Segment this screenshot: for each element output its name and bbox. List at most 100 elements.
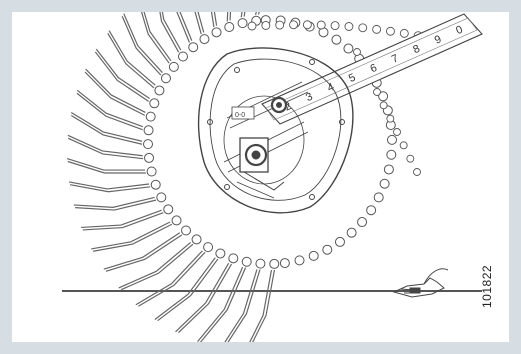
tine-group — [66, 12, 276, 342]
tine — [135, 250, 203, 306]
strip-digit: 4 — [326, 81, 336, 94]
tine — [67, 160, 146, 174]
chain-link — [316, 20, 326, 30]
tine — [210, 12, 215, 28]
tine-clamp — [144, 152, 155, 163]
chain-link — [379, 101, 388, 110]
chain-link — [406, 154, 415, 163]
tine-clamp — [386, 149, 397, 160]
tine-clamp — [279, 258, 290, 269]
tine — [91, 221, 171, 250]
tine — [85, 68, 146, 113]
tine — [103, 232, 181, 270]
tine-clamp — [346, 227, 357, 238]
chain-link — [413, 168, 421, 176]
tine-clamp — [241, 256, 252, 267]
tine-clamp — [188, 42, 199, 53]
tine-clamp — [331, 34, 342, 45]
tine-clamp — [203, 242, 214, 253]
tine — [93, 223, 173, 252]
figure-id: 101822 — [480, 264, 494, 308]
tine — [66, 158, 146, 171]
tine — [118, 241, 191, 289]
tine-clamp — [154, 85, 165, 96]
tine-clamp — [160, 73, 171, 84]
tine — [70, 114, 143, 145]
chain-link — [399, 28, 409, 38]
chain-link — [386, 114, 395, 123]
index-label: 0-0 — [235, 112, 245, 119]
tine-clamp — [143, 125, 154, 136]
chain-link — [386, 26, 395, 36]
tine-clamp — [199, 34, 210, 45]
housing-bolt — [207, 119, 213, 125]
tine — [177, 263, 233, 334]
tine — [176, 12, 191, 43]
tine-clamp — [237, 18, 248, 29]
tine-clamp — [378, 91, 389, 102]
tine — [68, 181, 150, 190]
strip-digit: 3 — [304, 91, 314, 104]
tine-clamp — [156, 192, 167, 203]
tine — [105, 234, 183, 272]
tine — [197, 12, 205, 33]
chain-links — [247, 20, 437, 176]
tine-clamp — [343, 43, 354, 54]
tine-clamp — [386, 134, 397, 145]
tine-clamp — [228, 253, 239, 264]
tine-clamp — [211, 27, 222, 38]
tine — [227, 269, 261, 342]
tine-clamp — [168, 61, 179, 72]
tine — [140, 12, 170, 64]
tine — [70, 111, 143, 142]
chain-link — [353, 48, 361, 56]
tine-clamp — [294, 255, 305, 266]
tine — [159, 12, 180, 53]
tine — [138, 251, 206, 307]
tine — [121, 16, 162, 76]
tine — [67, 137, 144, 160]
chain-link — [373, 88, 381, 96]
housing-bolt — [339, 119, 345, 125]
tine — [81, 209, 162, 229]
tine — [224, 269, 258, 342]
strip-digit: 5 — [347, 71, 357, 84]
tine-clamp — [146, 166, 157, 177]
tine-clamp — [171, 215, 182, 226]
tine-clamp — [145, 111, 156, 122]
housing-bolt — [224, 184, 230, 190]
tine — [108, 30, 156, 86]
tine — [257, 12, 260, 15]
tine — [252, 269, 276, 342]
tine — [249, 269, 273, 342]
strip-digit: 8 — [411, 43, 421, 56]
chain-link — [372, 24, 382, 34]
gearbox-housing — [197, 47, 354, 214]
tine — [179, 12, 193, 41]
strip-digit: 9 — [433, 33, 443, 46]
tine — [226, 12, 229, 22]
chain-link — [344, 22, 354, 31]
tine — [143, 12, 172, 62]
chain-link — [399, 141, 408, 150]
tine — [94, 51, 149, 102]
housing-bolt — [309, 194, 315, 200]
tine — [76, 92, 143, 131]
tine — [84, 71, 146, 116]
tine — [120, 243, 194, 291]
strip-digit: 2 — [283, 100, 293, 113]
tine-clamp — [269, 258, 280, 269]
tine — [75, 199, 157, 211]
chain-link — [261, 21, 271, 30]
chain-link — [247, 21, 257, 31]
tine-clamp — [373, 192, 384, 203]
tine — [123, 13, 163, 73]
adjustment-lever — [392, 268, 449, 298]
tine-clamp — [143, 139, 154, 150]
tine-clamp — [383, 164, 394, 175]
tine-clamp — [357, 217, 368, 228]
